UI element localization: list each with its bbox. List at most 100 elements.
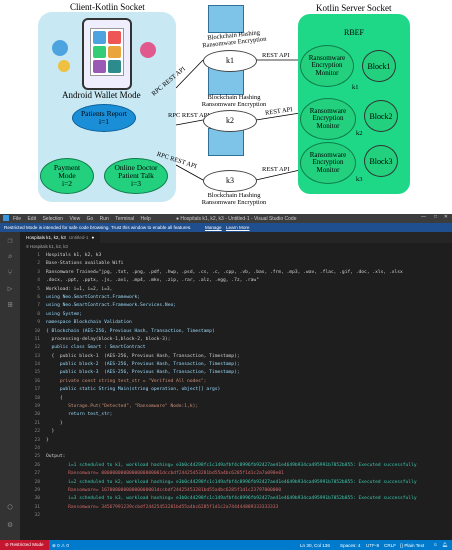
vscode-logo-icon <box>3 215 9 221</box>
line-number: 21 <box>34 420 40 426</box>
menu-go[interactable]: Go <box>86 215 94 222</box>
menu-run[interactable]: Run <box>99 215 109 222</box>
restricted-mode-status[interactable]: ⊘ Restricted Mode <box>0 540 49 550</box>
line-number: 17 <box>34 387 40 393</box>
code-line[interactable]: namespace Blockchain Validation <box>46 320 132 326</box>
server-k1-label: k1 <box>352 84 359 91</box>
code-line[interactable]: { public block-1 (AES-256, Previous Hash… <box>46 353 240 359</box>
encoding-status[interactable]: UTF-8 <box>366 542 380 548</box>
menu-terminal[interactable]: Terminal <box>115 215 135 222</box>
account-icon[interactable]: ◯ <box>7 502 13 511</box>
problems-status[interactable]: ⊗ 0 ⚠ 0 <box>52 542 69 548</box>
line-number: 24 <box>34 445 40 451</box>
eol-status[interactable]: CRLF <box>384 542 396 548</box>
status-bar: ⊘ Restricted Mode ⊗ 0 ⚠ 0 Ln 30, Col 136… <box>0 540 452 550</box>
code-line[interactable]: return test_str; <box>46 412 113 418</box>
code-line[interactable]: public block-2 (AES-256, Previous Hash, … <box>46 362 240 368</box>
payment-mode-label: Payment Mode <box>53 163 81 181</box>
manage-link[interactable]: Manage <box>205 225 222 230</box>
run-debug-icon[interactable]: ▷ <box>7 284 13 293</box>
code-line[interactable]: } <box>46 429 55 435</box>
source-control-icon[interactable]: ⑂ <box>7 268 13 277</box>
code-line[interactable]: { <box>46 395 63 401</box>
menu-help[interactable]: Help <box>140 215 151 222</box>
code-line[interactable]: public block-3 (AES-256, Previous Hash, … <box>46 370 240 376</box>
server-k2-label: k2 <box>356 130 363 137</box>
server-title: Kotlin Server Socket <box>316 3 392 13</box>
payment-i-label: i=2 <box>61 178 73 188</box>
minimize-icon[interactable]: — <box>421 214 426 220</box>
line-number: 19 <box>34 404 40 410</box>
line-number: 32 <box>34 513 40 519</box>
settings-gear-icon[interactable]: ⚙ <box>7 520 13 529</box>
app-tile-icon <box>108 45 121 59</box>
rest-line-k3 <box>255 169 301 181</box>
restricted-message: Restricted Mode is intended for safe cod… <box>4 225 192 230</box>
menu-view[interactable]: View <box>69 215 81 222</box>
code-line[interactable]: } <box>46 437 49 443</box>
block2-node: Block2 <box>364 100 398 132</box>
notifications-icon[interactable]: 🔔︎ <box>442 542 448 547</box>
line-number: 20 <box>34 412 40 418</box>
menu-edit[interactable]: Edit <box>27 215 37 222</box>
code-line[interactable]: processing-delay(block-1,block-2, block-… <box>46 336 171 342</box>
line-number: 31 <box>34 504 40 510</box>
menu-selection[interactable]: Selection <box>42 215 64 222</box>
code-line[interactable]: Output: <box>46 454 66 460</box>
architecture-diagram: Client-Kotlin Socket Android Wallet Mode… <box>0 0 452 212</box>
rest-line-k2 <box>255 112 301 121</box>
rpc-line-k2 <box>175 119 204 126</box>
code-line[interactable]: Base-Stations available Wifi <box>46 261 124 267</box>
k1-node: k1 <box>203 50 257 72</box>
code-line[interactable]: Ransomware Trained="jpg, .txt, .png, .pd… <box>46 269 403 275</box>
medical-icon <box>52 40 68 56</box>
menu-file[interactable]: File <box>13 215 22 222</box>
code-line[interactable]: using System; <box>46 311 82 317</box>
code-line[interactable]: Storage.Put("Detected", "Ransomware" Nod… <box>46 404 199 410</box>
code-line[interactable]: public static String Main(string operati… <box>46 387 221 393</box>
code-line[interactable]: Workload: i=1, i=2, i=3, <box>46 286 113 292</box>
editor-tab[interactable]: Hospitals k1, k2, k3 Untitled-1 ● <box>20 232 101 243</box>
code-line[interactable]: i=1 scheduled to k1, workload hashing= e… <box>46 462 417 468</box>
code-line[interactable]: { Blockchain (AES-256, Previous Hash, Tr… <box>46 328 215 334</box>
code-line[interactable]: .docx, .ppt, .pptx, .js, .avi, .mp4, .mk… <box>46 278 259 284</box>
cursor-position[interactable]: Ln 30, Col 136 <box>300 542 330 548</box>
maximize-icon[interactable]: □ <box>433 214 437 220</box>
vscode-window: File Edit Selection View Go Run Terminal… <box>0 214 452 550</box>
heart-icon <box>58 60 70 72</box>
code-line[interactable]: public class Smart : SmartContract <box>46 345 146 351</box>
search-icon[interactable]: ⌕ <box>7 252 13 261</box>
code-line[interactable]: Ransomware= 34567991239ccbdf24425453281b… <box>46 504 279 510</box>
close-icon[interactable]: ✕ <box>443 214 448 220</box>
code-line[interactable] <box>46 512 452 520</box>
extensions-icon[interactable]: ⊞ <box>7 300 13 309</box>
code-line[interactable]: } <box>46 420 63 426</box>
breadcrumb-item[interactable]: ≡ Hospitals k1, k2, k3 <box>26 244 68 249</box>
doctor-i-label: i=3 <box>130 178 142 188</box>
hashing-label-k2: Blockchain Hashing Ransomware Encryption <box>201 94 267 108</box>
explorer-icon[interactable]: ❐ <box>7 236 13 245</box>
code-line[interactable]: Hospitals k1, k2, k3 <box>46 253 102 258</box>
code-line[interactable]: i=2 scheduled to k2, workload hashing= e… <box>46 479 417 485</box>
line-number: 3 <box>37 269 40 275</box>
line-number: 5 <box>37 286 40 292</box>
code-line[interactable]: using Neo.SmartContract.Framework.Servic… <box>46 303 176 309</box>
line-number: 4 <box>37 278 40 284</box>
code-line[interactable]: i=3 scheduled to k3, workload hashing= e… <box>46 496 417 502</box>
indent-status[interactable]: Spaces: 4 <box>340 542 361 548</box>
language-status[interactable]: {} Plain Text <box>400 542 425 548</box>
k3-node: k3 <box>203 170 257 192</box>
server-k3-label: k3 <box>356 176 363 183</box>
learn-more-link[interactable]: Learn More <box>226 225 250 230</box>
line-number: 2 <box>37 261 40 267</box>
code-area[interactable]: Hospitals k1, k2, k3 Base-Stations availa… <box>46 252 452 521</box>
code-line[interactable]: private const string test_str = "Verifie… <box>46 378 207 384</box>
tab-dirty-icon[interactable]: ● <box>91 235 95 240</box>
code-line[interactable]: using Neo.SmartContract.Framework; <box>46 294 141 300</box>
feedback-icon[interactable]: ☺ <box>433 542 438 547</box>
title-bar: File Edit Selection View Go Run Terminal… <box>0 214 452 223</box>
code-line[interactable] <box>46 445 452 453</box>
code-line[interactable]: Ransomware= 16700000000000000001dccbdf24… <box>46 487 282 493</box>
code-line[interactable]: Ransomware= 0000000000000000000001dccbdf… <box>46 471 284 477</box>
